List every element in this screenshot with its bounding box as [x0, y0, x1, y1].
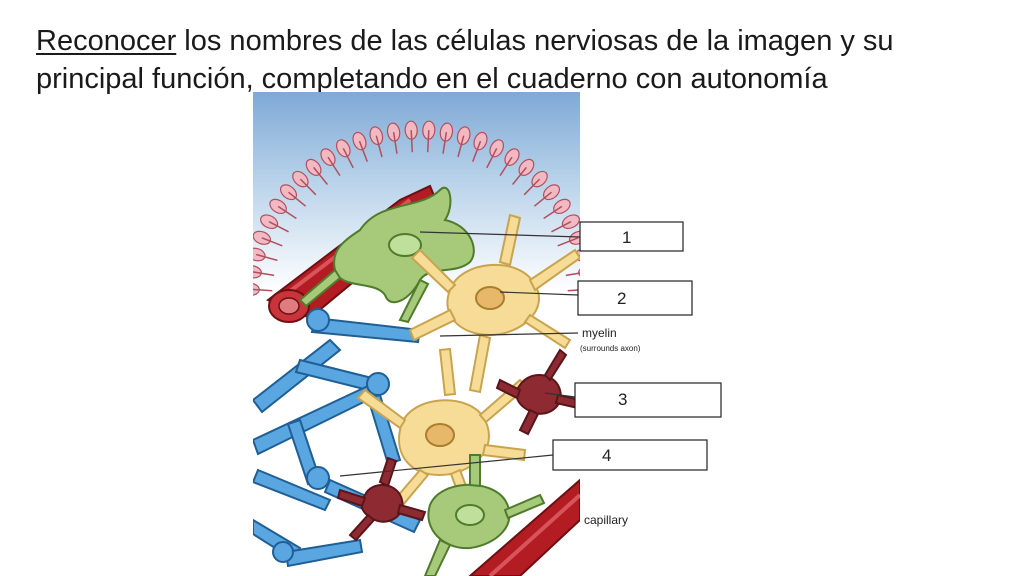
- astrocyte-lower: [423, 454, 546, 576]
- ependymal-process: [342, 147, 354, 169]
- capillary-lower: [468, 478, 580, 576]
- ependymal-process: [392, 131, 398, 154]
- ependymal-process: [253, 271, 275, 277]
- ependymal-process: [512, 166, 527, 185]
- ependymal-process: [268, 221, 289, 233]
- ependymal-process: [313, 166, 328, 185]
- leader-line-2: [499, 291, 579, 296]
- ependymal-process: [499, 156, 513, 177]
- ependymal-process: [299, 178, 317, 196]
- microglia-lower: [336, 456, 427, 542]
- ependymal-cell: [578, 265, 580, 279]
- ependymal-process: [543, 205, 563, 220]
- label-box-2[interactable]: 2: [577, 280, 693, 316]
- myelin-network: [253, 308, 422, 568]
- ependymal-process: [261, 237, 283, 247]
- ependymal-process: [533, 191, 552, 207]
- ependymal-process: [471, 140, 482, 162]
- ependymal-process: [557, 237, 579, 247]
- label-box-2-text: 2: [617, 289, 626, 308]
- ependymal-process: [288, 191, 307, 207]
- label-box-3-text: 3: [618, 390, 627, 409]
- microglia-right: [495, 348, 580, 436]
- surrounds-axon-label: (surrounds axon): [580, 344, 641, 353]
- myelin-label: myelin: [582, 326, 617, 340]
- label-box-1-text: 1: [622, 228, 631, 247]
- ependymal-process: [255, 253, 278, 262]
- leader-line-myelin: [439, 332, 579, 337]
- ependymal-process: [486, 147, 498, 169]
- slide-title: Reconocer los nombres de las células ner…: [36, 22, 996, 98]
- ependymal-process: [410, 130, 414, 153]
- leader-line-4: [339, 454, 554, 477]
- leader-lines: [339, 231, 581, 477]
- illustration: [253, 92, 580, 576]
- ependymal-process: [442, 131, 448, 154]
- ependymal-process: [551, 221, 572, 233]
- ependymal-process: [457, 135, 465, 158]
- label-box-1[interactable]: 1: [579, 221, 684, 252]
- capillary-label: capillary: [584, 513, 628, 527]
- label-box-4-text: 4: [602, 446, 611, 465]
- ependymal-process: [523, 178, 541, 196]
- ependymal-process: [358, 140, 369, 162]
- leader-line-3: [544, 392, 576, 398]
- ependymal-process: [565, 272, 580, 277]
- ependymal-process: [426, 130, 430, 153]
- title-rest: los nombres de las células nerviosas de …: [36, 25, 894, 95]
- title-keyword: Reconocer: [36, 25, 177, 57]
- ependymal-process: [253, 288, 273, 292]
- ependymal-process: [327, 156, 341, 177]
- ependymal-process: [375, 135, 383, 158]
- label-box-3[interactable]: 3: [574, 382, 722, 418]
- astrocyte-upper: [298, 186, 475, 324]
- leader-line-1: [419, 231, 581, 238]
- label-box-4[interactable]: 4: [552, 439, 708, 471]
- ependymal-process: [277, 205, 297, 220]
- ependymal-cell-layer: [253, 120, 580, 296]
- neuron-upper: [408, 213, 580, 394]
